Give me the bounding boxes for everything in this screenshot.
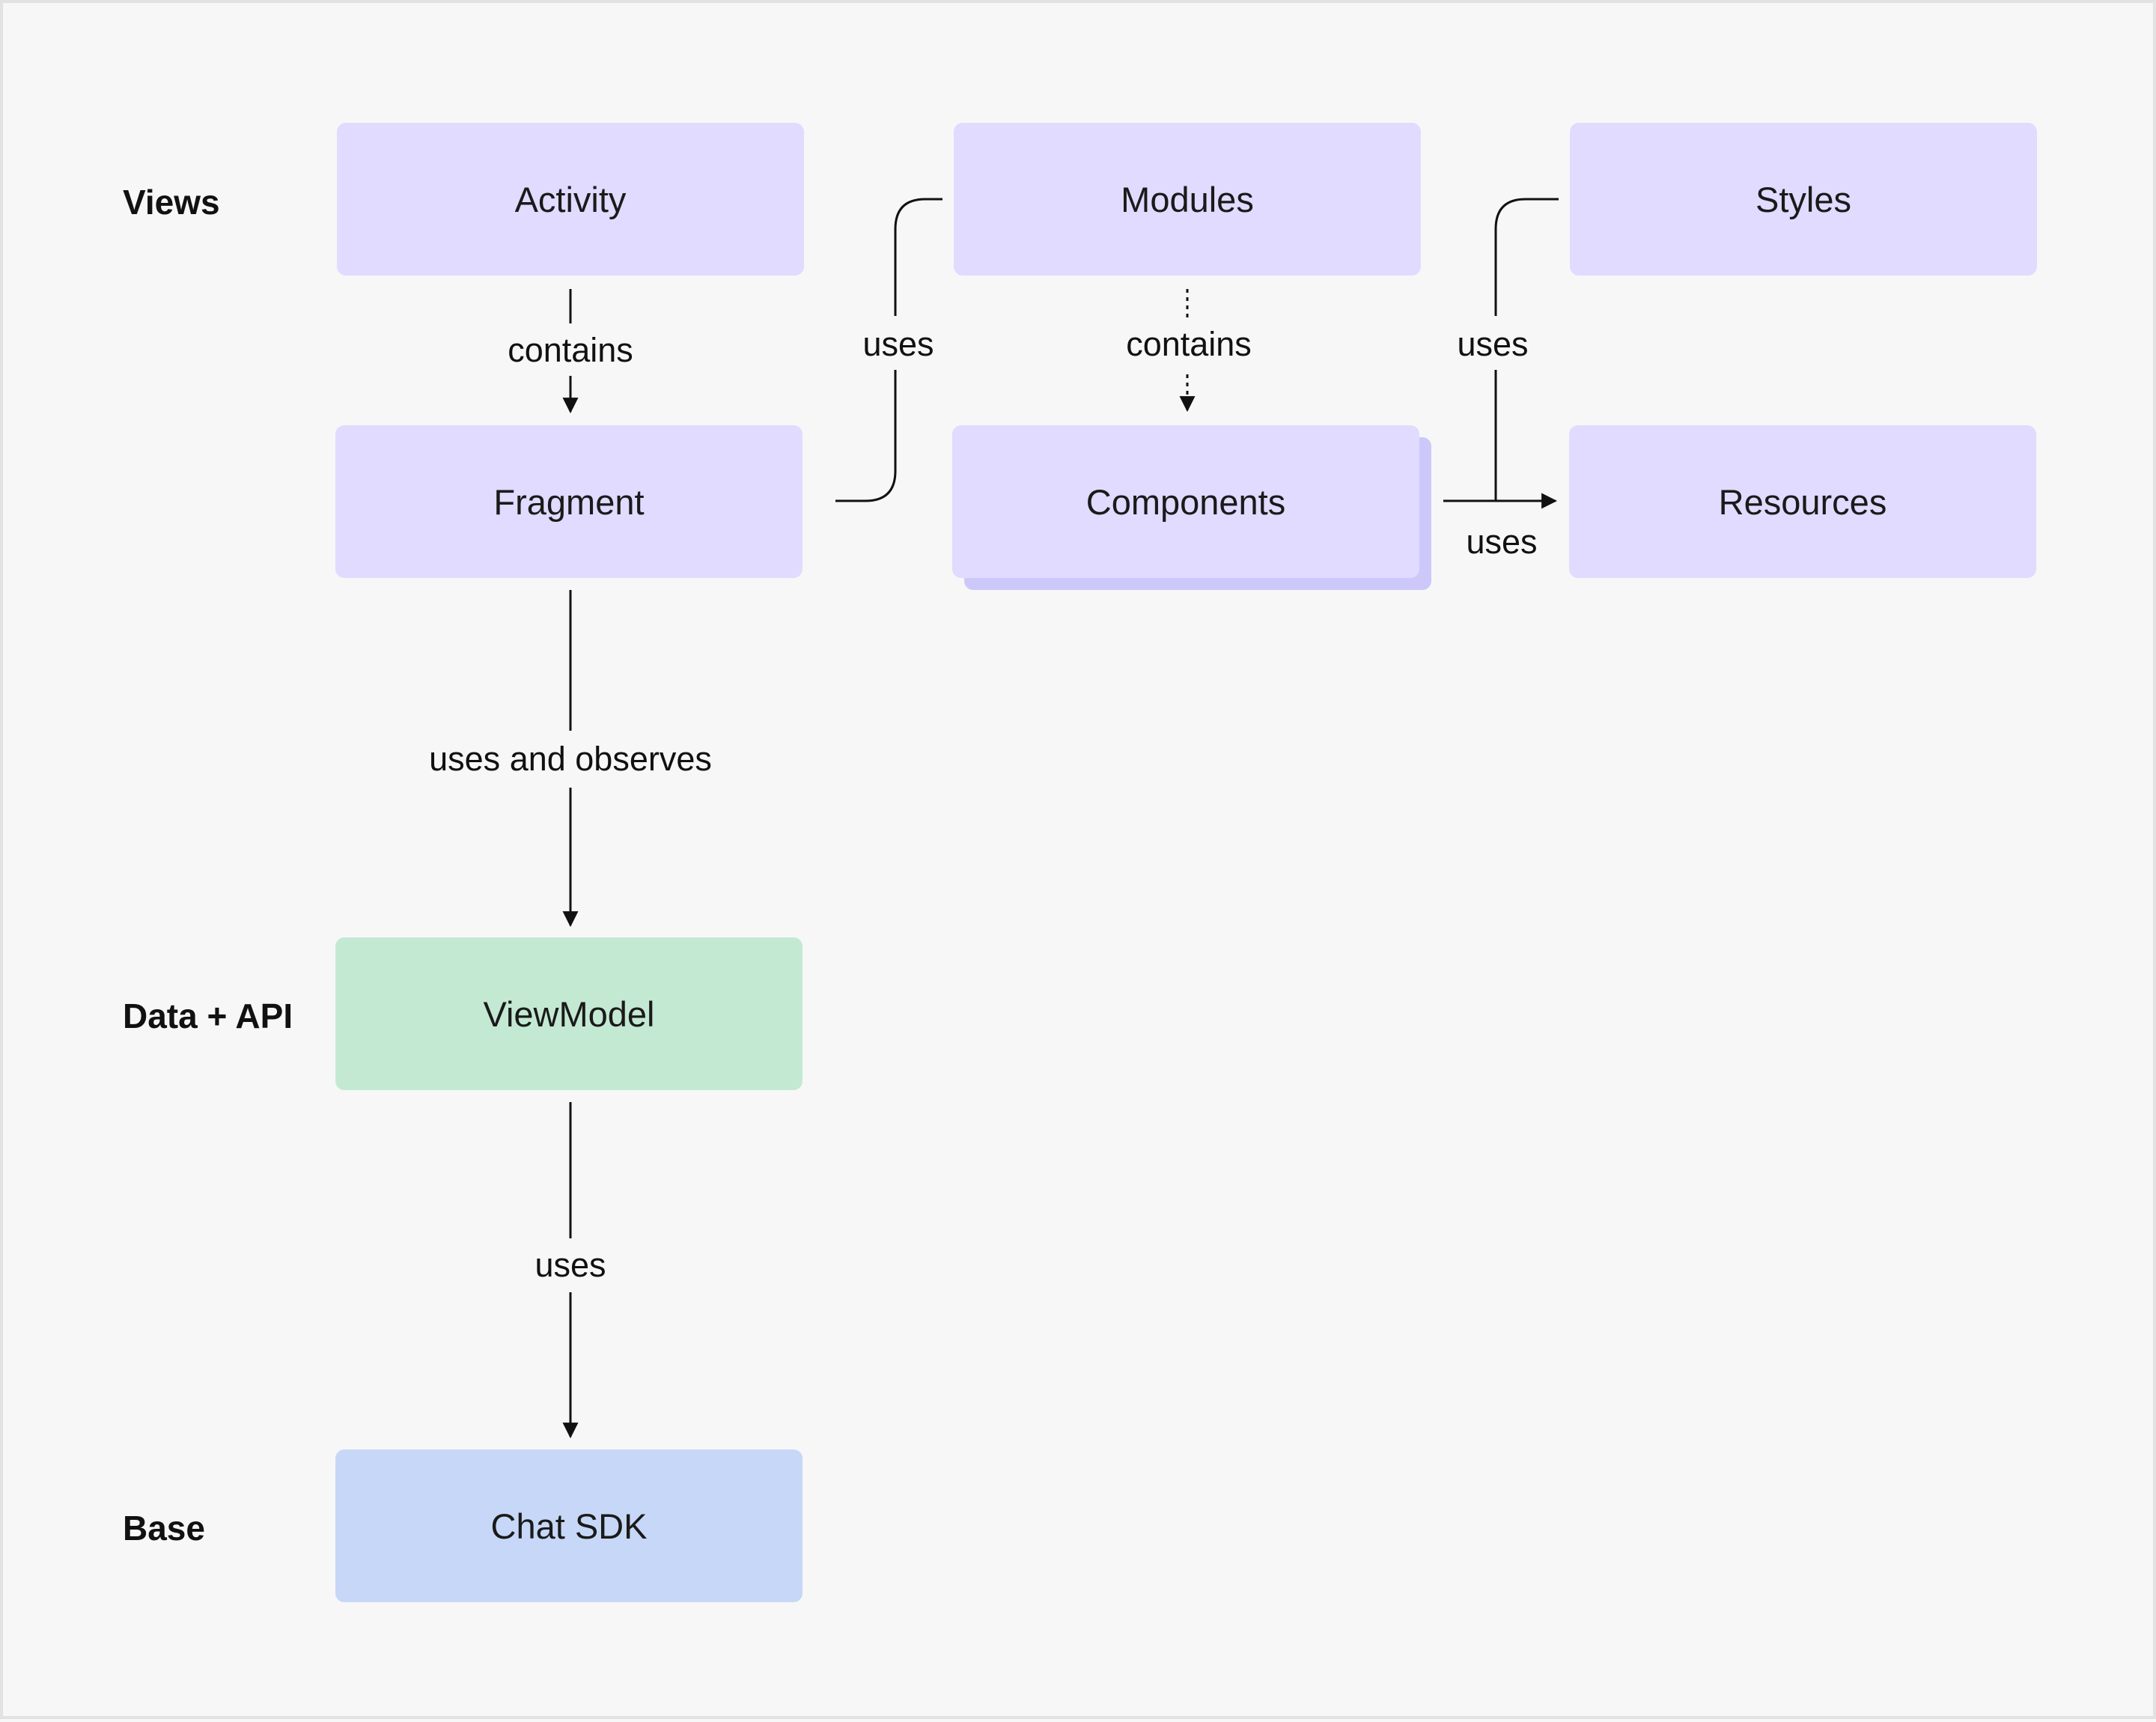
connectors bbox=[562, 198, 1559, 1439]
edge-label-modules-components: contains bbox=[1121, 323, 1256, 365]
edge-label-fragment-viewmodel: uses and observes bbox=[424, 738, 716, 780]
node-chat-sdk: Chat SDK bbox=[335, 1449, 803, 1602]
node-resources: Resources bbox=[1569, 425, 2036, 578]
edge-fragment-modules-upper bbox=[894, 198, 943, 316]
node-fragment: Fragment bbox=[335, 425, 803, 578]
edge-label-viewmodel-sdk: uses bbox=[530, 1244, 611, 1286]
row-label-data-api: Data + API bbox=[123, 997, 293, 1035]
row-label-views: Views bbox=[123, 183, 220, 222]
node-modules: Modules bbox=[954, 123, 1421, 276]
node-viewmodel: ViewModel bbox=[335, 937, 803, 1090]
node-components: Components bbox=[952, 425, 1419, 578]
node-styles: Styles bbox=[1570, 123, 2037, 276]
node-activity: Activity bbox=[337, 123, 804, 276]
edge-label-components-resources: uses bbox=[1461, 521, 1542, 563]
edge-label-fragment-modules: uses bbox=[858, 323, 939, 365]
edge-components-styles-upper bbox=[1494, 198, 1559, 316]
edge-label-activity-fragment: contains bbox=[503, 329, 638, 371]
edge-label-components-styles: uses bbox=[1452, 323, 1533, 365]
edge-fragment-modules-lower bbox=[835, 370, 897, 502]
row-label-base: Base bbox=[123, 1509, 205, 1548]
